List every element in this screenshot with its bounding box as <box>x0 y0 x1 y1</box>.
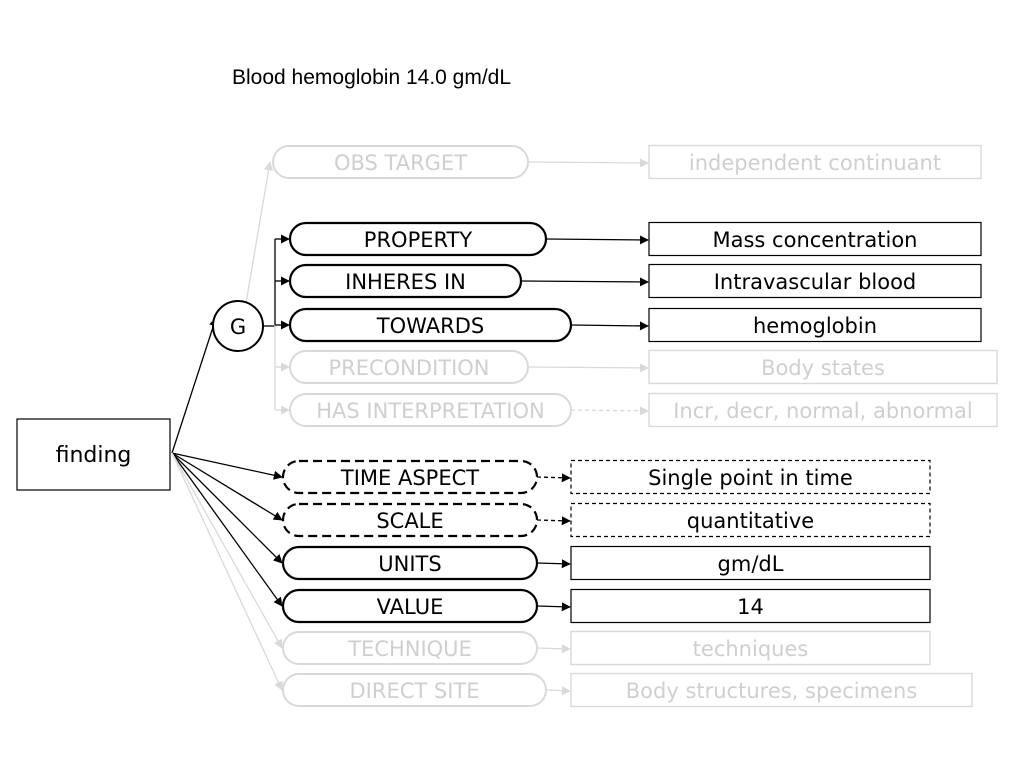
finding-label: finding <box>56 443 132 468</box>
has-interpretation-attribute-label: HAS INTERPRETATION <box>316 399 544 423</box>
value-attribute-pill <box>281 588 539 624</box>
obs-target-value-box <box>648 144 982 180</box>
page-title: Blood hemoglobin 14.0 gm/dL <box>232 66 512 89</box>
direct-site-value-box <box>570 672 973 708</box>
direct-site-attribute-pill <box>282 673 547 707</box>
precondition-attribute-pill <box>289 350 529 384</box>
inheres-in-value-connector <box>520 277 649 287</box>
time-aspect-attribute-pill <box>281 459 539 495</box>
direct-site-value-label: Body structures, specimens <box>626 679 917 703</box>
value-value-box <box>570 588 931 624</box>
edges <box>171 158 649 696</box>
edge-finding-to-time-aspect <box>171 452 283 480</box>
property-attribute-pill <box>288 221 548 257</box>
obs-target-attribute-label: OBS TARGET <box>334 151 467 175</box>
units-value-connector <box>536 559 571 569</box>
scale-value-box <box>570 502 931 538</box>
nodes: finding G OBS TARGET independent continuant… <box>16 144 998 708</box>
obs-target-attribute-pill <box>272 145 529 179</box>
precondition-attribute-label: PRECONDITION <box>328 356 489 380</box>
value-value-connector <box>536 602 571 612</box>
property-value-connector <box>545 235 649 245</box>
has-interpretation-attribute-pill <box>289 393 572 427</box>
has-interpretation-value-box <box>648 392 998 428</box>
value-value-label: 14 <box>737 595 764 619</box>
finding-box <box>16 418 171 491</box>
towards-attribute-label: TOWARDS <box>376 314 484 338</box>
has-interpretation-value-connector <box>570 406 649 416</box>
property-attribute-label: PROPERTY <box>364 228 473 252</box>
edge-finding-to-scale <box>171 452 283 521</box>
time-aspect-value-box <box>570 459 931 495</box>
group-label: G <box>230 315 246 339</box>
technique-value-connector <box>536 644 571 654</box>
technique-value-label: techniques <box>693 637 809 661</box>
units-attribute-label: UNITS <box>378 552 441 576</box>
technique-attribute-pill <box>282 631 538 665</box>
scale-attribute-label: SCALE <box>376 509 443 533</box>
units-attribute-pill <box>281 545 539 581</box>
towards-attribute-pill <box>288 307 573 343</box>
technique-value-box <box>570 630 931 666</box>
towards-value-box <box>648 307 982 343</box>
towards-value-connector <box>570 321 649 331</box>
edge-finding-to-value <box>171 452 283 607</box>
technique-attribute-label: TECHNIQUE <box>347 637 472 661</box>
edge-finding-to-units <box>171 452 283 564</box>
scale-value-label: quantitative <box>687 509 814 533</box>
edge-finding-to-group <box>171 317 218 454</box>
towards-value-label: hemoglobin <box>753 314 877 338</box>
scale-value-connector <box>536 516 571 526</box>
scale-attribute-pill <box>281 502 539 538</box>
inheres-in-value-box <box>648 263 982 299</box>
edge-finding-to-direct-site <box>171 452 283 691</box>
group-node <box>212 300 264 352</box>
time-aspect-value-connector <box>536 473 571 483</box>
inheres-in-value-label: Intravascular blood <box>714 270 917 294</box>
precondition-value-box <box>648 349 998 385</box>
direct-site-attribute-label: DIRECT SITE <box>349 679 479 703</box>
units-value-box <box>570 545 931 581</box>
obs-target-value-connector <box>527 158 649 168</box>
precondition-value-connector <box>527 363 649 373</box>
property-value-box <box>648 221 982 257</box>
units-value-label: gm/dL <box>718 552 784 576</box>
time-aspect-value-label: Single point in time <box>648 466 853 490</box>
edge-group-to-obs-target <box>245 161 274 304</box>
direct-site-value-connector <box>545 686 571 696</box>
value-attribute-label: VALUE <box>377 595 444 619</box>
obs-target-value-label: independent continuant <box>689 151 941 175</box>
inheres-in-attribute-label: INHERES IN <box>345 270 466 294</box>
has-interpretation-value-label: Incr, decr, normal, abnormal <box>673 399 973 423</box>
time-aspect-attribute-label: TIME ASPECT <box>340 466 479 490</box>
precondition-value-label: Body states <box>761 356 885 380</box>
edge-finding-to-technique <box>171 452 283 649</box>
inheres-in-attribute-pill <box>288 263 523 299</box>
property-value-label: Mass concentration <box>713 228 918 252</box>
